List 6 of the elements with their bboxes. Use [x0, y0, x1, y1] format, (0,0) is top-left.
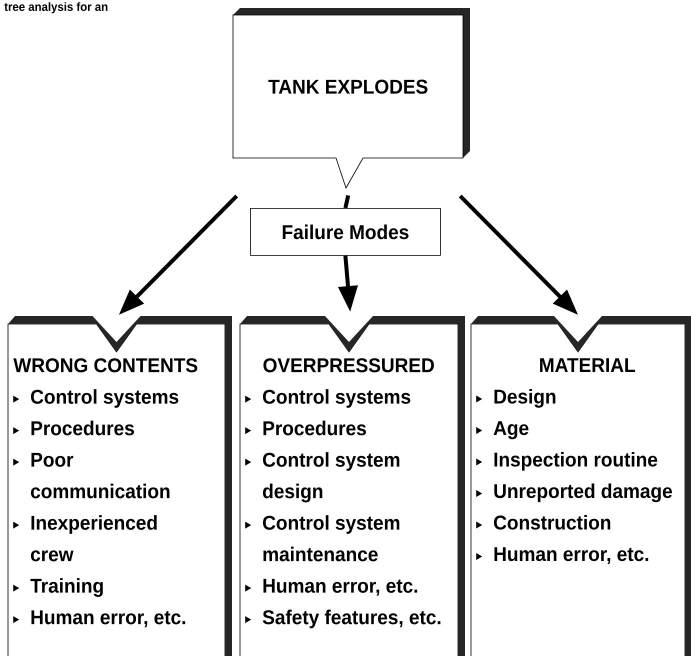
caption-text: tree analysis for an	[4, 2, 108, 14]
event-box: TANK EXPLODES	[232, 8, 470, 189]
category-box: MATERIAL Design Age Inspection routine Unreported damage Construction Human error, etc.	[470, 316, 691, 656]
category-box: OVERPRESSURED Control systems Procedures Control system design Control system maintenance Human error, etc. Safety features, etc.	[240, 316, 465, 656]
category-box: WRONG CONTENTS Control systems Procedures Poor communication Inexperienced crew Training Human error, etc.	[8, 316, 232, 656]
label-box: Failure Modes	[250, 208, 441, 256]
